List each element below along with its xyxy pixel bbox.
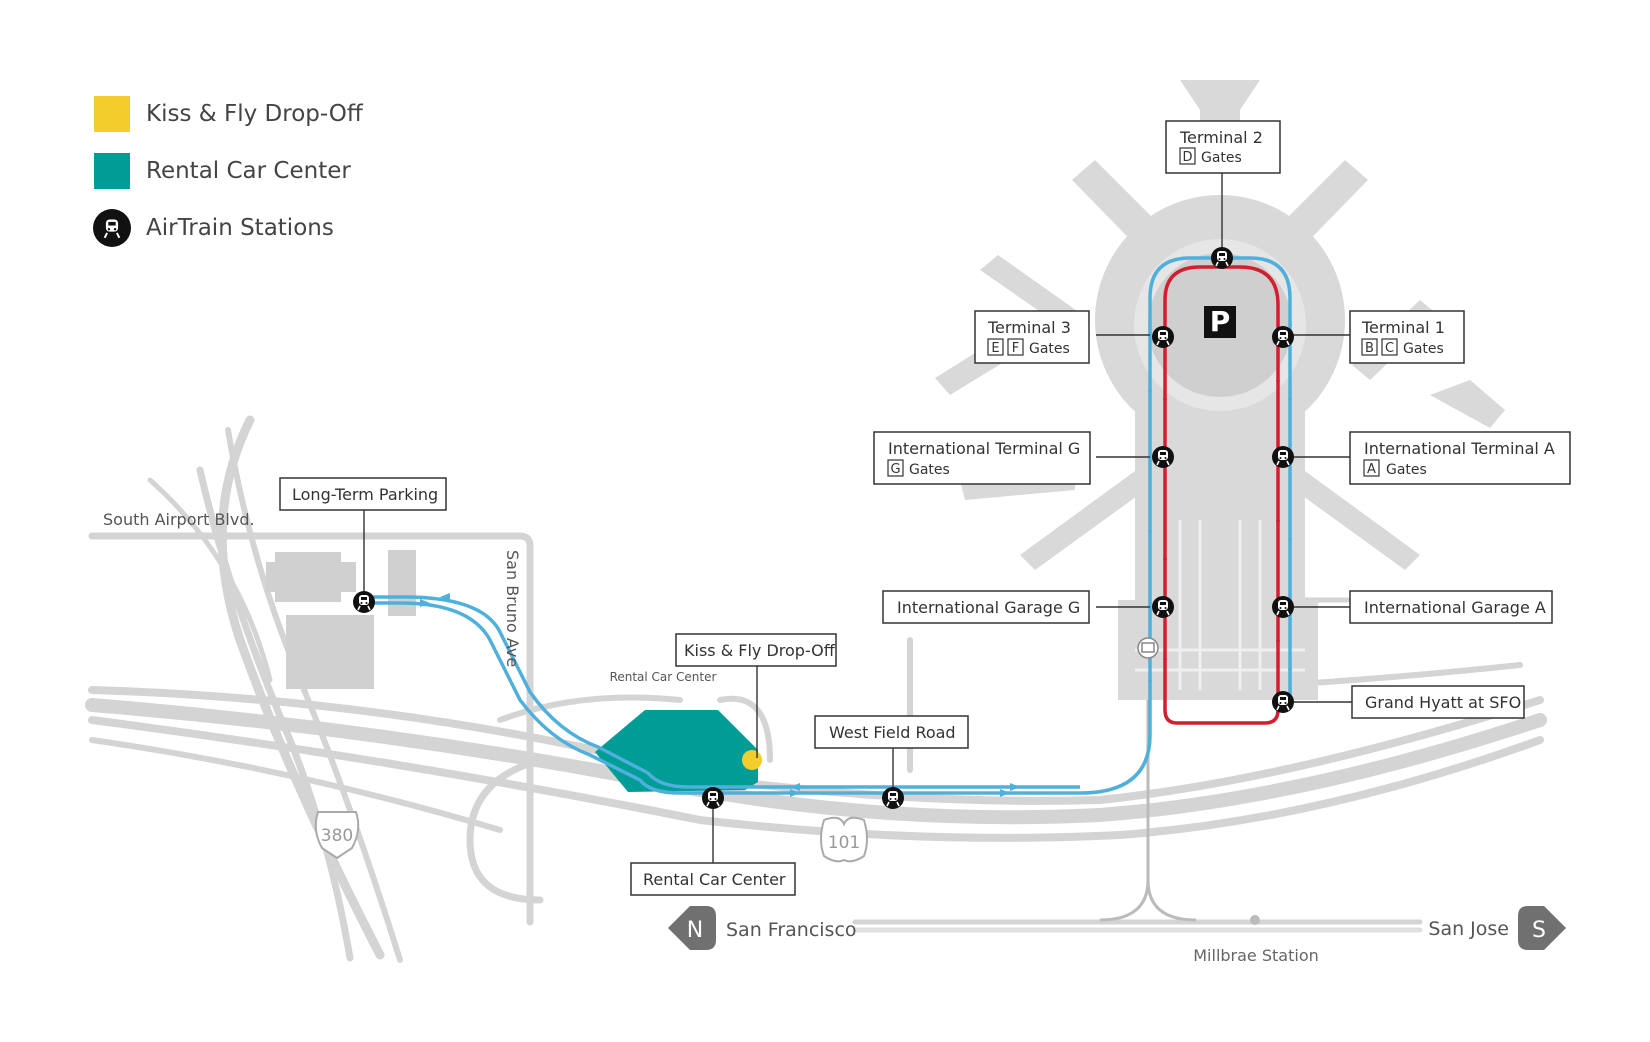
yellow-square-icon (94, 96, 130, 132)
svg-text:A: A (1367, 462, 1376, 477)
svg-text:Gates: Gates (1403, 341, 1444, 357)
station-marker-intl-a (1272, 446, 1294, 468)
svg-text:Terminal 1: Terminal 1 (1361, 318, 1445, 337)
station-marker-terminal1 (1272, 326, 1294, 348)
svg-text:B: B (1365, 341, 1374, 356)
legend-item-airtrain: AirTrain Stations (93, 209, 363, 247)
legend-item-kiss-fly: Kiss & Fly Drop-Off (94, 96, 363, 132)
svg-text:Terminal 3: Terminal 3 (987, 318, 1071, 337)
svg-text:Grand Hyatt at SFO: Grand Hyatt at SFO (1365, 693, 1521, 712)
station-label-grand-hyatt[interactable]: Grand Hyatt at SFO (1351, 685, 1525, 719)
svg-text:380: 380 (321, 826, 353, 846)
svg-text:F: F (1012, 341, 1019, 356)
san-bruno-ave-label: San Bruno Ave (503, 550, 522, 667)
legend-label: AirTrain Stations (146, 215, 334, 241)
svg-text:Gates: Gates (909, 462, 950, 478)
teal-square-icon (94, 153, 130, 189)
station-marker-terminal3 (1152, 326, 1174, 348)
svg-text:Kiss & Fly Drop-Off: Kiss & Fly Drop-Off (684, 641, 836, 660)
rental-car-center-area-label: Rental Car Center (610, 670, 717, 684)
svg-text:D: D (1182, 150, 1192, 165)
station-label-intl-a[interactable]: International Terminal A A Gates (1349, 431, 1571, 485)
station-label-terminal3[interactable]: Terminal 3 E F Gates (974, 310, 1090, 364)
south-airport-blvd-label: South Airport Blvd. (103, 510, 255, 529)
svg-text:101: 101 (828, 833, 860, 853)
svg-text:S: S (1532, 918, 1546, 943)
svg-text:Gates: Gates (1386, 462, 1427, 478)
station-marker-rental-car (702, 787, 724, 809)
svg-text:Rental Car Center: Rental Car Center (643, 870, 786, 889)
bart-icon (1137, 637, 1159, 659)
station-label-rental-car[interactable]: Rental Car Center (630, 862, 796, 896)
svg-text:C: C (1385, 341, 1394, 356)
station-marker-terminal2 (1211, 247, 1233, 269)
svg-text:International Garage G: International Garage G (897, 598, 1080, 617)
kiss-fly-dot (742, 750, 762, 770)
station-label-garage-a[interactable]: International Garage A (1349, 590, 1553, 624)
svg-text:P: P (1210, 305, 1231, 338)
blue-line (362, 256, 1292, 795)
station-label-garage-g[interactable]: International Garage G (882, 590, 1090, 624)
station-marker-garage-g (1152, 596, 1174, 618)
station-marker-garage-a (1272, 596, 1294, 618)
svg-text:International Terminal A: International Terminal A (1364, 439, 1555, 458)
station-label-terminal2[interactable]: Terminal 2 D Gates (1165, 120, 1281, 174)
svg-text:G: G (890, 462, 900, 477)
station-marker-intl-g (1152, 446, 1174, 468)
station-label-long-term[interactable]: Long-Term Parking (279, 477, 447, 511)
legend-label: Rental Car Center (146, 158, 351, 184)
bart-spur (1099, 660, 1260, 925)
station-marker-west-field (882, 787, 904, 809)
line-arrows (420, 380, 1292, 797)
map-legend: Kiss & Fly Drop-Off Rental Car Center Ai… (93, 96, 363, 267)
svg-text:International Terminal G: International Terminal G (888, 439, 1080, 458)
station-marker-long-term (353, 591, 375, 613)
hwy-380-shield: 380 (314, 811, 360, 860)
svg-text:San Jose: San Jose (1428, 918, 1509, 940)
station-label-intl-g[interactable]: International Terminal G G Gates (873, 431, 1091, 485)
millbrae-station-label: Millbrae Station (1193, 946, 1319, 965)
red-line (1163, 265, 1280, 725)
rental-car-center-area (595, 710, 758, 792)
legend-label: Kiss & Fly Drop-Off (146, 101, 363, 127)
hwy-101-shield: 101 (820, 816, 868, 863)
svg-text:San Francisco: San Francisco (726, 919, 857, 941)
leader-lines (363, 172, 1352, 864)
legend-item-rental-car: Rental Car Center (94, 153, 363, 189)
svg-text:West Field Road: West Field Road (829, 723, 956, 742)
svg-text:Gates: Gates (1029, 341, 1070, 357)
svg-text:Gates: Gates (1201, 150, 1242, 166)
svg-text:Long-Term Parking: Long-Term Parking (292, 485, 438, 504)
south-direction-marker: S San Jose (1428, 906, 1566, 950)
svg-text:N: N (687, 918, 703, 943)
station-marker-grand-hyatt (1272, 691, 1294, 713)
train-icon (93, 209, 131, 247)
parking-structures (266, 550, 416, 689)
station-label-west-field[interactable]: West Field Road (814, 715, 969, 749)
svg-text:E: E (991, 341, 999, 356)
svg-text:International Garage A: International Garage A (1364, 598, 1546, 617)
station-label-kiss-fly[interactable]: Kiss & Fly Drop-Off (675, 633, 837, 667)
station-markers (353, 247, 1294, 809)
svg-text:Terminal 2: Terminal 2 (1179, 128, 1263, 147)
parking-sign: P (1204, 305, 1236, 338)
station-label-terminal1[interactable]: Terminal 1 B C Gates (1349, 310, 1465, 364)
north-direction-marker: N San Francisco (668, 906, 857, 950)
